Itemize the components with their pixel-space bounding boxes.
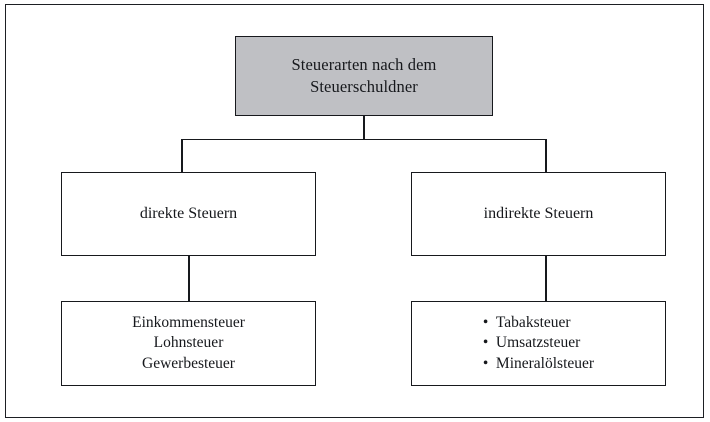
list-item-label: Tabaksteuer — [495, 313, 571, 331]
connector-root-stem — [363, 116, 365, 140]
node-root-line-2: Steuerschuldner — [310, 77, 418, 96]
node-direct-label: direkte Steuern — [139, 205, 238, 223]
bullet-icon: • — [482, 313, 489, 331]
list-item: Lohnsteuer — [153, 334, 224, 352]
node-direct-steuern-items: Einkommensteuer Lohnsteuer Gewerbesteuer — [61, 301, 316, 386]
bullet-list: • Tabaksteuer • Umsatzsteuer • Mineralölste… — [483, 313, 594, 374]
diagram-frame: Steuerarten nach dem Steuerschuldner dir… — [5, 4, 704, 418]
node-indirekte-steuern: indirekte Steuern — [411, 172, 666, 256]
connector-horizontal-rail — [181, 138, 547, 141]
list-item: Gewerbesteuer — [142, 354, 235, 372]
node-direct-steuern: direkte Steuern — [61, 172, 316, 256]
node-root-line-1: Steuerarten nach dem — [291, 55, 437, 75]
bullet-icon: • — [482, 354, 489, 372]
node-indirect-label: indirekte Steuern — [483, 205, 594, 223]
connector-drop-indirect — [545, 138, 547, 173]
bullet-icon: • — [482, 334, 489, 352]
connector-drop-direct — [181, 138, 183, 173]
list-item: • Mineralölsteuer — [483, 354, 594, 374]
node-indirekte-steuern-items: • Tabaksteuer • Umsatzsteuer • Mineralölste… — [411, 301, 666, 386]
node-root: Steuerarten nach dem Steuerschuldner — [235, 36, 493, 116]
list-item: • Umsatzsteuer — [483, 333, 594, 353]
list-item-label: Mineralölsteuer — [495, 354, 595, 372]
connector-direct-to-items — [188, 255, 190, 301]
connector-indirect-to-items — [545, 255, 547, 301]
list-item-label: Umsatzsteuer — [495, 334, 581, 352]
list-item: Einkommensteuer — [132, 313, 245, 331]
list-item: • Tabaksteuer — [483, 313, 594, 333]
